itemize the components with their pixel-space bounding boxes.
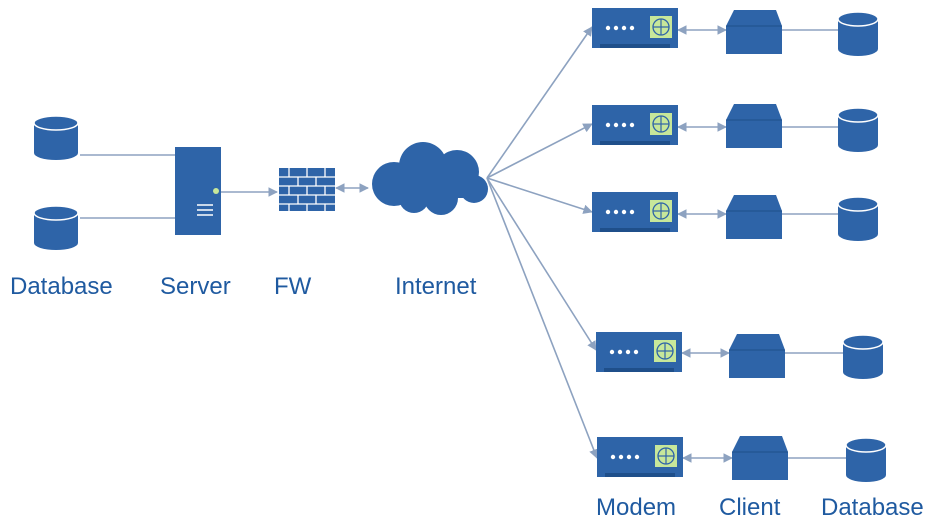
label-server: Server xyxy=(160,273,231,300)
database-icon xyxy=(837,196,879,241)
database-icon xyxy=(33,205,79,250)
modem-icon xyxy=(592,192,678,232)
label-client: Client xyxy=(719,494,781,521)
client-icon xyxy=(732,436,788,480)
label-database-left: Database xyxy=(10,273,113,300)
connectors xyxy=(80,25,846,463)
modem-icon xyxy=(592,8,678,48)
client-icon xyxy=(726,104,782,148)
label-internet: Internet xyxy=(395,273,477,300)
label-modem: Modem xyxy=(596,494,677,521)
server-icon xyxy=(175,147,221,235)
client-icon xyxy=(726,10,782,54)
database-icon xyxy=(837,11,879,56)
client-icon xyxy=(729,334,785,378)
modem-icon xyxy=(596,332,682,372)
client-icon xyxy=(726,195,782,239)
cloud-icon xyxy=(372,142,488,215)
modem-icon xyxy=(597,437,683,477)
database-icon xyxy=(845,437,887,482)
label-firewall: FW xyxy=(274,273,312,300)
label-database-right: Database xyxy=(821,494,924,521)
firewall-icon xyxy=(279,168,335,211)
database-icon xyxy=(837,107,879,152)
modem-icon xyxy=(592,105,678,145)
database-icon xyxy=(33,115,79,160)
database-icon xyxy=(842,334,884,379)
